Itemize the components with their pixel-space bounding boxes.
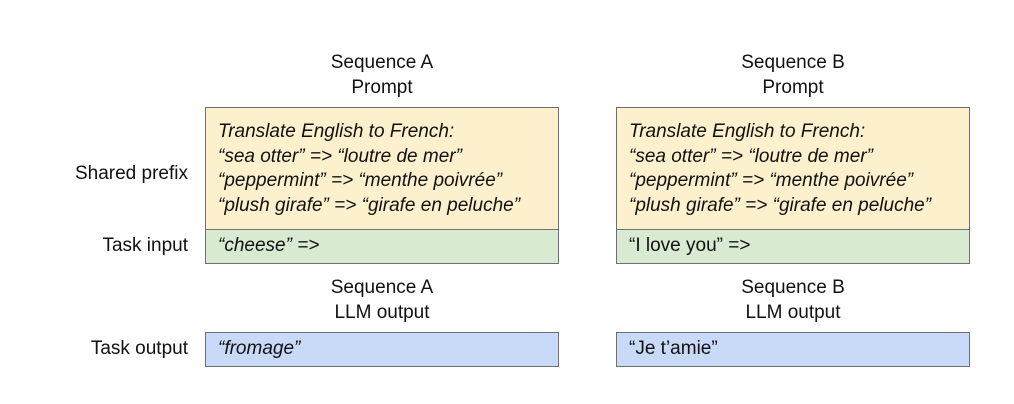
sequence-a-output-text: “fromage”: [218, 338, 301, 360]
sequence-a-prompt-heading: Sequence A Prompt: [330, 52, 434, 98]
sequence-b-output-heading: Sequence B LLM output: [741, 277, 845, 323]
sequence-a-output-box: “fromage”: [205, 332, 559, 367]
sequence-b-prefix-box: Translate English to French: “sea otter”…: [616, 107, 970, 230]
sequence-a-input-text: “cheese” =>: [218, 235, 320, 257]
row-label-task-input: Task input: [102, 235, 188, 256]
sequence-a-prefix-box: Translate English to French: “sea otter”…: [205, 107, 559, 230]
sequence-b-output-box: “Je t’amie”: [616, 332, 970, 367]
sequence-b-input-box: “I love you” =>: [616, 229, 970, 264]
sequence-b-input-text: “I love you” =>: [629, 235, 751, 257]
sequence-b-prompt-heading: Sequence B Prompt: [741, 52, 845, 98]
row-label-shared-prefix: Shared prefix: [74, 163, 188, 184]
sequence-b-output-text: “Je t’amie”: [629, 338, 718, 360]
sequence-a-output-heading: Sequence A LLM output: [330, 277, 434, 323]
row-label-task-output: Task output: [90, 338, 188, 359]
sequence-a-input-box: “cheese” =>: [205, 229, 559, 264]
